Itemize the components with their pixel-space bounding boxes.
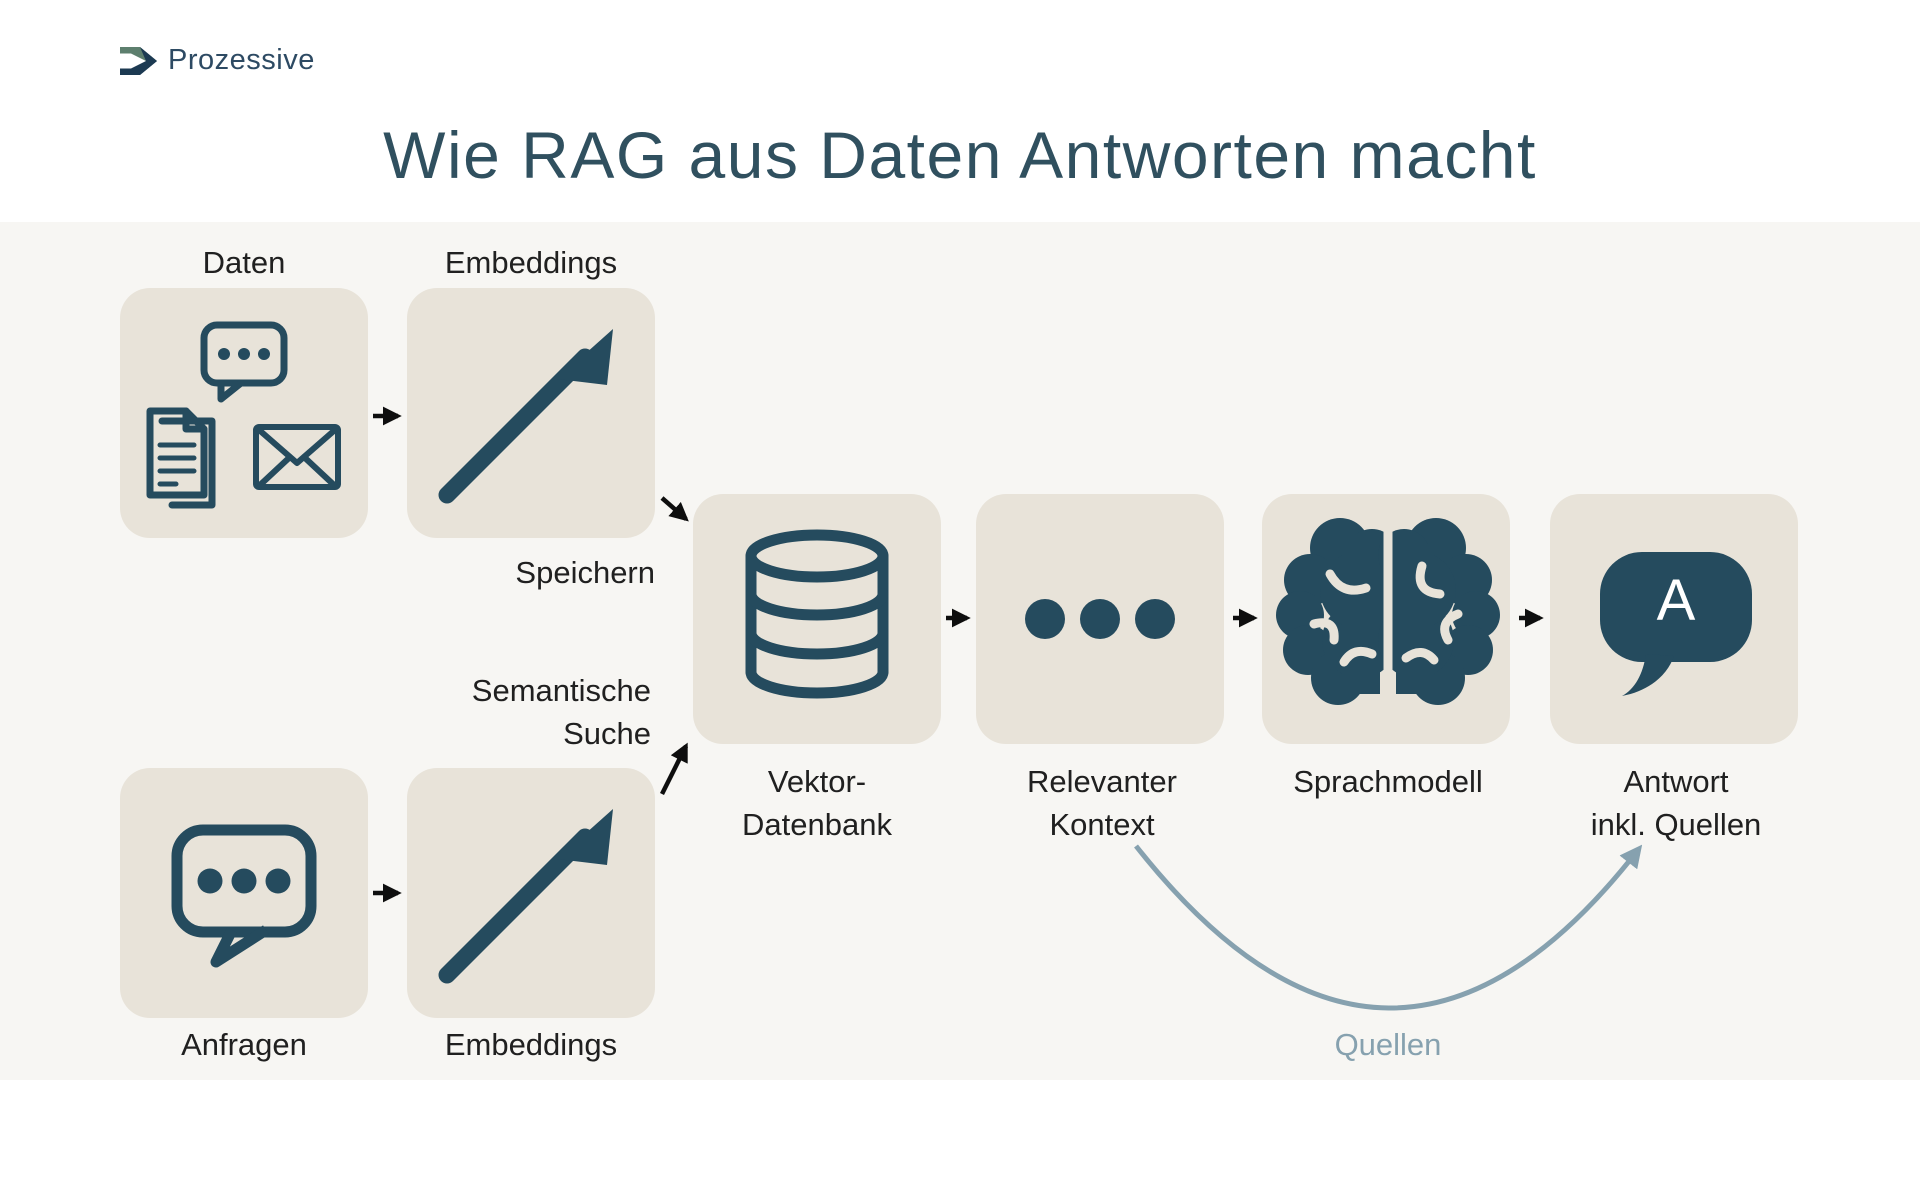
label-sprachmodell: Sprachmodell [1293,764,1483,799]
label-vektor-datenbank: Vektor- Datenbank [742,764,892,842]
answer-bubble-icon [1600,552,1752,696]
label-speichern: Speichern [515,555,655,590]
query-bubble-icon [171,824,317,968]
dots-icon [1025,599,1175,639]
node-relevanter-kontext [976,494,1224,744]
node-embeddings-top [407,288,655,538]
label-relevanter-kontext: Relevanter Kontext [1027,764,1177,842]
page-title: Wie RAG aus Daten Antworten macht [383,118,1537,192]
label-daten: Daten [202,245,286,280]
logo-text: Prozessive [168,44,315,76]
database-icon [745,529,889,699]
brain-icon [1276,517,1500,711]
node-antwort [1550,494,1798,744]
node-sprachmodell [1262,494,1510,744]
label-anfragen: Anfragen [181,1027,307,1062]
label-embeddings-top: Embeddings [444,245,618,280]
answer-letter: A [1656,568,1696,633]
node-embeddings-bottom [407,768,655,1018]
node-anfragen [120,768,368,1018]
trend-arrow-icon [438,329,613,504]
label-antwort-inkl-quellen: Antwort inkl. Quellen [1590,764,1762,842]
node-vektor-datenbank [693,494,941,744]
node-daten [120,288,368,538]
label-semantische-suche: Semantische Suche [471,673,651,751]
data-sources-icon [146,321,341,509]
trend-arrow-icon [438,809,613,984]
label-embeddings-bottom: Embeddings [444,1027,618,1062]
logo-chevron-icon [120,46,157,75]
logo: Prozessive [118,44,315,77]
label-quellen: Quellen [1334,1027,1442,1062]
